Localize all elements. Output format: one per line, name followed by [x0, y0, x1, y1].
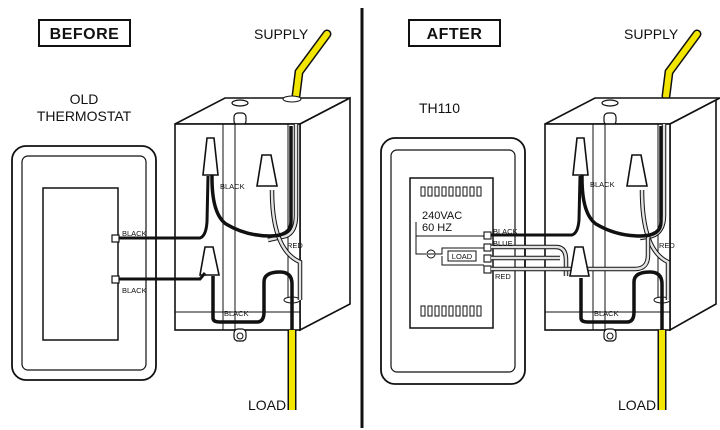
th110-vents-top [420, 186, 482, 197]
th110-load-box [447, 250, 477, 262]
after-black-load-loop [579, 270, 664, 340]
before-red-wire-fill [270, 189, 302, 300]
after-label-red: RED [495, 272, 511, 281]
after-panel: AFTER TH110 240VAC 60 HZ LOAD SUPPLY [380, 19, 720, 413]
th110-terminal-4 [483, 265, 492, 274]
after-title-box [408, 19, 501, 47]
after-label-black: BLACK [493, 227, 518, 236]
before-box-top-knockout [282, 95, 302, 103]
th110-spec-line-1: 240VAC [422, 210, 462, 222]
old-thermostat-face [42, 187, 119, 341]
after-label-red-box: RED [659, 241, 675, 250]
after-box-side [669, 98, 717, 332]
after-wire-nut-right [626, 154, 648, 187]
after-wire-nut-bottom [569, 246, 590, 277]
th110-schematic-line-4 [441, 256, 484, 266]
after-label-black-box: BLACK [590, 180, 615, 189]
before-black-wire-bottom [119, 272, 207, 281]
before-title: BEFORE [50, 26, 120, 43]
old-thermostat-label-2: THERMOSTAT [37, 108, 132, 124]
before-supply-label: SUPPLY [254, 26, 309, 42]
before-box-side [299, 96, 351, 332]
before-label-red: RED [287, 241, 303, 250]
before-box-front [174, 123, 301, 331]
after-blue-wire [491, 245, 568, 276]
old-terminal-bottom [111, 275, 120, 284]
th110-terminal-3 [483, 254, 492, 263]
old-thermostat-label-1: OLD [70, 91, 99, 107]
before-panel: BEFORE OLD THERMOSTAT SUPPLY [11, 19, 351, 413]
before-black-supply-loop [210, 126, 293, 238]
after-box-top-hole [601, 99, 619, 107]
th110-schematic-line-2 [435, 247, 484, 255]
before-label-black-3: BLACK [220, 182, 245, 191]
th110-schematic-line-3 [415, 222, 484, 237]
before-supply-wire [293, 31, 330, 99]
after-black-wire [491, 175, 582, 237]
before-label-black-1: BLACK [122, 229, 147, 238]
before-box-top-hole [231, 99, 249, 107]
before-black-wire-top [119, 175, 210, 240]
th110-label: TH110 [419, 100, 460, 116]
after-black-supply-loop [580, 126, 663, 238]
before-wire-nut-top [202, 137, 219, 176]
after-supply-label: SUPPLY [624, 26, 679, 42]
th110-vents-bottom [420, 305, 482, 317]
before-wire-nut-right [256, 154, 278, 187]
th110-terminal-1 [483, 231, 492, 240]
after-title: AFTER [427, 26, 483, 43]
th110-spec-line-2: 60 HZ [422, 222, 452, 234]
before-label-black-4: BLACK [224, 309, 249, 318]
th110-load-box-label: LOAD [452, 252, 473, 261]
before-black-load-loop [211, 270, 294, 340]
before-wire-nut-bottom [199, 246, 220, 276]
after-box-front [544, 123, 671, 331]
old-terminal-top [111, 234, 120, 243]
after-wire-nut-top [572, 137, 589, 176]
before-load-label: LOAD [248, 397, 286, 413]
before-white-wire-1-fill [267, 124, 298, 242]
after-load-label: LOAD [618, 397, 656, 413]
before-box-bottom-hole [236, 332, 244, 340]
before-label-black-2: BLACK [122, 286, 147, 295]
after-supply-wire [663, 31, 700, 99]
before-title-box [38, 19, 131, 47]
after-label-black-lower: BLACK [594, 309, 619, 318]
after-label-blue: BLUE [493, 239, 513, 248]
after-box-bottom-hole [606, 332, 614, 340]
th110-terminal-2 [483, 243, 492, 252]
after-red-wire [491, 238, 650, 271]
